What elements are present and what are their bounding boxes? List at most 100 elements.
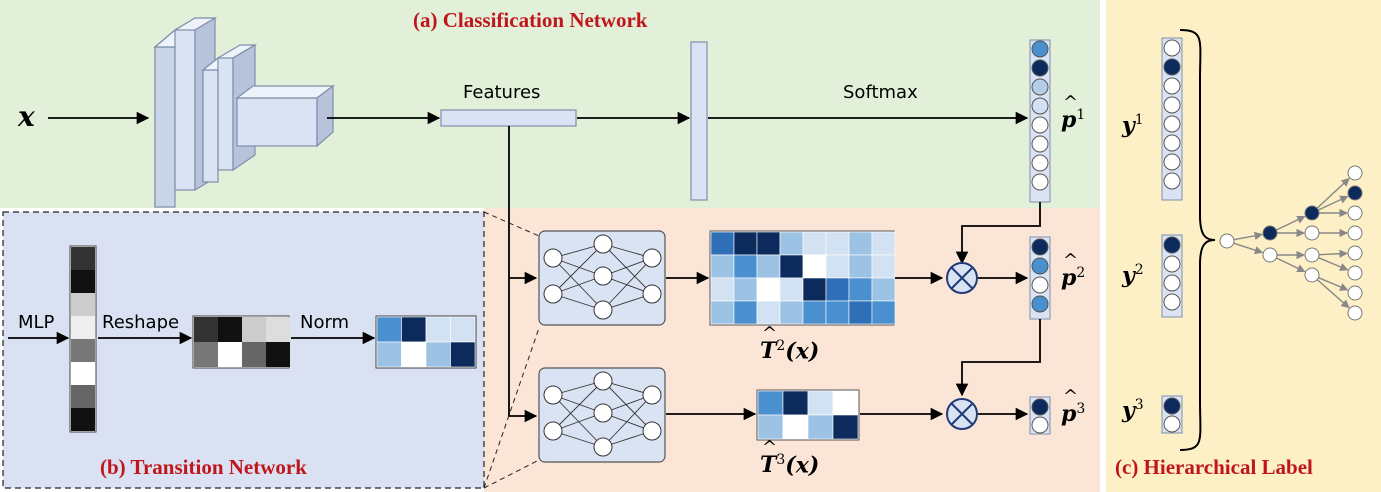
t2-matrix <box>709 230 896 326</box>
t2-cell <box>710 300 735 325</box>
t3-cell <box>832 390 859 416</box>
tree-edge <box>1318 277 1349 291</box>
t2-cell <box>733 300 758 325</box>
reshaped-cell <box>242 342 266 367</box>
y1-node <box>1163 115 1181 133</box>
t2-cell <box>733 254 758 279</box>
reshaped-cell <box>266 317 290 342</box>
softmax-label: Softmax <box>843 82 918 103</box>
mlp-cell <box>71 385 95 408</box>
tree-edge <box>1318 195 1349 211</box>
tree-edge <box>1233 231 1263 241</box>
t2-cell <box>871 231 896 256</box>
tree-node <box>1304 205 1320 221</box>
y1-node <box>1163 96 1181 114</box>
y1-node <box>1163 58 1181 76</box>
label-brace <box>1179 29 1216 451</box>
t2-cell <box>779 231 804 256</box>
t2-cell <box>710 254 735 279</box>
p3-label: p3 <box>1061 386 1085 427</box>
classification-title: (a) Classification Network <box>413 8 648 32</box>
y2-node <box>1163 293 1181 311</box>
tree-node <box>1262 247 1278 263</box>
features-bar <box>440 109 577 127</box>
zoom-line-top <box>483 211 540 237</box>
tree-node <box>1347 185 1363 201</box>
normed-cell <box>425 341 451 368</box>
reshape-label: Reshape <box>102 312 180 333</box>
reshaped-cell <box>218 317 242 342</box>
t3-cell <box>807 390 834 416</box>
t2-cell <box>733 277 758 302</box>
t3-cell <box>757 414 784 440</box>
features-label: Features <box>463 82 541 103</box>
t2-cell <box>802 277 827 302</box>
t2-cell <box>779 277 804 302</box>
t2-cell <box>848 277 873 302</box>
t2-cell <box>710 277 735 302</box>
tree-node <box>1347 165 1363 181</box>
reshaped-matrix <box>192 315 290 369</box>
mlp-output-column <box>69 245 97 433</box>
tree-node <box>1304 267 1320 283</box>
reshaped-cell <box>266 342 290 367</box>
mlp-cell <box>71 270 95 293</box>
tree-node <box>1347 225 1363 241</box>
t3-cell <box>807 414 834 440</box>
tree-edge <box>1318 257 1349 271</box>
tree-node <box>1262 225 1278 241</box>
y1-node <box>1163 39 1181 57</box>
tree-node <box>1219 233 1235 249</box>
tree-node <box>1347 285 1363 301</box>
t2-label: T2(x) <box>760 323 819 364</box>
tree-edge <box>1233 242 1264 255</box>
t2-cell <box>710 231 735 256</box>
p2-vector <box>1029 236 1051 320</box>
norm-label: Norm <box>300 312 350 333</box>
y2-node <box>1163 236 1181 254</box>
y3-label: y3 <box>1122 397 1144 424</box>
t3-cell <box>782 390 809 416</box>
t3-cell <box>757 390 784 416</box>
tree-edge <box>1318 249 1348 258</box>
y3-node <box>1163 397 1181 415</box>
y3-node <box>1163 415 1181 433</box>
t2-cell <box>848 231 873 256</box>
t2-cell <box>779 254 804 279</box>
t2-cell <box>802 231 827 256</box>
p1-vector <box>1029 39 1051 203</box>
y1-node <box>1163 172 1181 190</box>
t2-cell <box>756 231 781 256</box>
y1-node <box>1163 77 1181 95</box>
tree-node <box>1304 225 1320 241</box>
tree-node <box>1347 245 1363 261</box>
normed-cell <box>401 316 427 343</box>
tree-node <box>1347 205 1363 221</box>
t2-cell <box>825 254 850 279</box>
t3-cell <box>832 414 859 440</box>
y2-label: y2 <box>1122 262 1144 289</box>
p2-label: p2 <box>1061 250 1085 291</box>
p2-to-multiply-arrow <box>955 319 1041 397</box>
transition-title: (b) Transition Network <box>100 455 307 479</box>
y1-node <box>1163 134 1181 152</box>
t2-cell <box>779 300 804 325</box>
reshaped-cell <box>218 342 242 367</box>
reshaped-cell <box>194 317 218 342</box>
tree-node <box>1347 265 1363 281</box>
label-tree <box>1219 165 1363 321</box>
zoom-line-mid <box>483 327 540 489</box>
y2-node <box>1163 274 1181 292</box>
mlp-cell <box>71 362 95 385</box>
t2-cell <box>871 254 896 279</box>
multiply-circle-icon <box>946 398 978 430</box>
reshaped-cell <box>194 342 218 367</box>
input-label: x <box>18 100 35 133</box>
neural-network-icon <box>538 367 666 463</box>
tree-node <box>1347 305 1363 321</box>
cnn-backbone <box>153 16 335 209</box>
mlp-cell <box>71 408 95 431</box>
tree-node <box>1304 247 1320 263</box>
normed-cell <box>450 341 476 368</box>
normed-cell <box>401 341 427 368</box>
